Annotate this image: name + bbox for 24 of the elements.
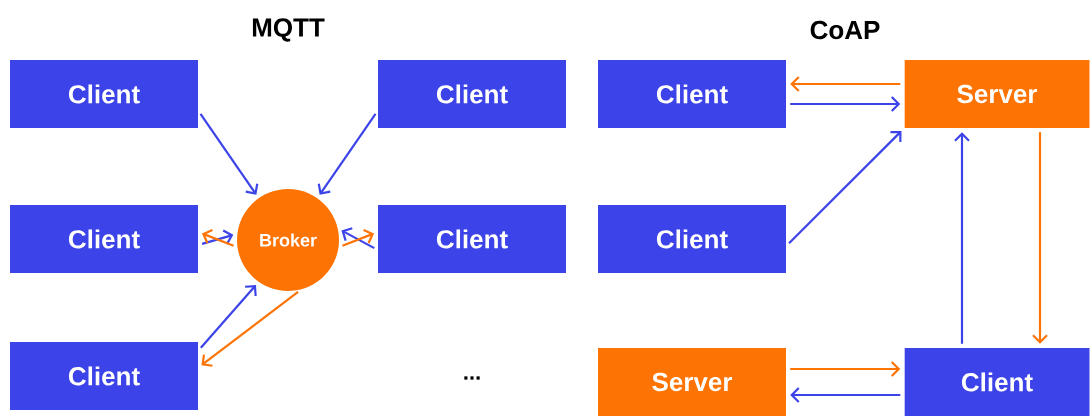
client-box: Client <box>598 60 786 128</box>
arrow <box>790 96 901 112</box>
client-box: Client <box>378 60 566 128</box>
client-box: Client <box>378 205 566 273</box>
client-box: Client <box>904 348 1090 416</box>
arrow <box>1032 132 1048 344</box>
arrow <box>790 76 901 92</box>
arrow <box>788 131 902 244</box>
client-box: Client <box>10 342 198 410</box>
client-box: Client <box>10 205 198 273</box>
arrow <box>200 284 257 349</box>
arrow <box>201 291 299 367</box>
ellipsis: ... <box>464 376 480 380</box>
client-box: Client <box>10 60 198 128</box>
server-box: Server <box>904 60 1090 128</box>
arrow <box>199 113 259 195</box>
heading: MQTT <box>252 18 325 42</box>
server-box: Server <box>598 348 786 416</box>
arrow <box>954 132 970 344</box>
client-box: Client <box>598 205 786 273</box>
arrow <box>790 361 901 377</box>
arrow <box>790 387 901 403</box>
heading: CoAP <box>810 20 880 40</box>
arrow <box>317 113 377 195</box>
